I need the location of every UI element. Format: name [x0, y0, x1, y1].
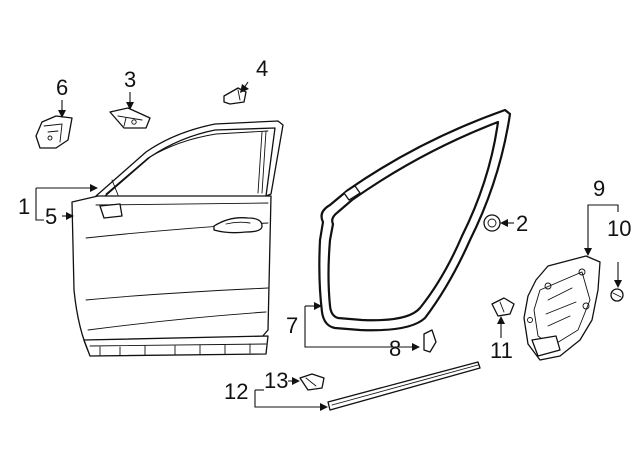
callout-11: 11 [490, 338, 513, 363]
callout-3: 3 [124, 67, 136, 92]
front-door-shell [71, 120, 284, 357]
callout-5: 5 [45, 204, 57, 229]
callout-10: 10 [607, 216, 631, 241]
screw-clip [610, 288, 624, 302]
retainer-clip [491, 297, 515, 317]
door-panel-plate [523, 255, 601, 361]
check-bracket [109, 107, 151, 129]
callout-9: 9 [593, 176, 605, 201]
callout-labels: 1 5 6 3 4 2 9 10 11 7 8 13 12 [18, 56, 631, 404]
callout-4: 4 [256, 56, 268, 81]
callout-13: 13 [264, 368, 288, 393]
push-clip [423, 329, 437, 353]
callout-7: 7 [286, 313, 298, 338]
callout-1: 1 [18, 194, 30, 219]
moulding-strip [327, 361, 481, 411]
fastener [299, 373, 325, 391]
leader-lines [35, 81, 622, 411]
grommet [483, 214, 501, 232]
callout-12: 12 [224, 379, 248, 404]
weatherstrip [318, 108, 512, 332]
callout-2: 2 [516, 211, 528, 236]
callout-8: 8 [389, 336, 401, 361]
door-hinge [35, 115, 73, 149]
callout-6: 6 [56, 75, 68, 100]
